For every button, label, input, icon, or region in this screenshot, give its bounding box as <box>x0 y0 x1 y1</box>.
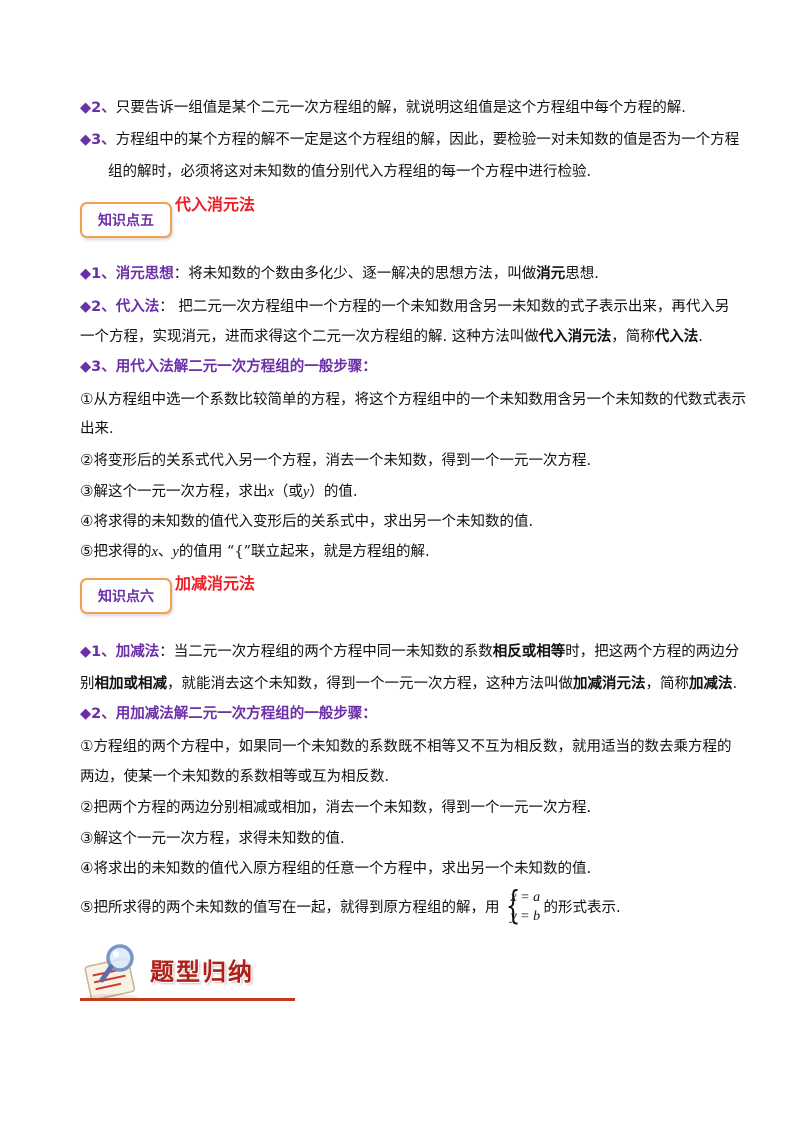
k5-step3-c: ）的值. <box>309 484 358 500</box>
s4-item2-text: 只要告诉一组值是某个二元一次方程组的解，就说明这组值是这个方程组中每个方程的解. <box>115 100 686 116</box>
k5-item2-bold2: 代入法 <box>654 328 699 345</box>
k5-step5-y: y <box>172 544 179 560</box>
k5-item3-heading: 用代入法解二元一次方程组的一般步骤： <box>115 358 377 375</box>
k5-step1-line2: 出来. <box>80 421 114 437</box>
k5-step4-text: 将求得的未知数的值代入变形后的关系式中，求出另一个未知数的值. <box>93 514 534 530</box>
k5-step2: ②将变形后的关系式代入另一个方程，消去一个未知数，得到一个一元一次方程. <box>80 450 740 471</box>
k5-item1-term: 消元思想 <box>115 265 174 282</box>
k5-title: 代入消元法 <box>175 195 256 214</box>
k6-step3-text: 解这个一元一次方程，求得未知数的值. <box>93 831 345 847</box>
k6-item1-line2-d: . <box>732 676 738 692</box>
k5-step5-sep: 、 <box>157 544 173 560</box>
k6-item2: ◆2、用加减法解二元一次方程组的一般步骤： <box>80 704 740 724</box>
k5-step5-mark: ⑤ <box>80 542 94 560</box>
k5-step4-mark: ④ <box>80 512 94 530</box>
k5-step3-b: （或 <box>273 484 303 500</box>
equation-y: y = b <box>510 909 541 924</box>
k6-item1-bold3: 加减消元法 <box>573 675 646 692</box>
k5-step1-mark: ① <box>80 390 94 408</box>
k5-item2-term: 代入法 <box>115 298 160 315</box>
k6-item1-line2-a: 别 <box>80 676 95 692</box>
s4-item2: ◆2、只要告诉一组值是某个二元一次方程组的解，就说明这组值是这个方程组中每个方程… <box>80 98 740 118</box>
k6-item1-bold2: 相加或相减 <box>94 675 168 692</box>
k5-step3: ③解这个一元一次方程，求出x（或y）的值. <box>80 481 740 502</box>
equation-x: x = a <box>510 890 541 905</box>
k6-item1-line2: 别相加或相减，就能消去这个未知数，得到一个一元一次方程，这种方法叫做加减消元法，… <box>80 674 740 694</box>
s4-item3-line1: 方程组中的某个方程的解不一定是这个方程组的解，因此，要检验一对未知数的值是否为一… <box>115 132 740 148</box>
k5-item1-num: ◆1、 <box>80 266 116 282</box>
k6-step1-line2: 两边，使某一个未知数的系数相等或互为相反数. <box>80 769 390 785</box>
solution-system-equation: {x = a y = b <box>501 885 541 927</box>
k5-step3-a: 解这个一元一次方程，求出 <box>93 484 268 500</box>
question-type-banner: 题型归纳 <box>80 940 295 1002</box>
k6-item1-text-b: 时，把这两个方程的两边分 <box>565 644 740 660</box>
k6-item1-line2-c: ，简称 <box>645 676 690 692</box>
k6-item1-bold1: 相反或相等 <box>492 643 566 660</box>
k6-step4-mark: ④ <box>80 859 94 877</box>
k5-item2-line2-c: . <box>698 329 703 345</box>
k5-step5-a: 把求得的 <box>93 544 152 560</box>
k5-box-label: 知识点五 <box>80 202 172 238</box>
banner-title: 题型归纳 <box>150 958 254 986</box>
s4-item2-num: ◆2、 <box>80 100 116 116</box>
banner-underline <box>80 998 295 1001</box>
k5-item2-text-a: ： 把二元一次方程组中一个方程的一个未知数用含另一未知数的式子表示出来，再代入另 <box>159 299 730 315</box>
k6-step5-b: 的形式表示. <box>543 900 621 916</box>
k6-item1-text-a: ：当二元一次方程组的两个方程中同一未知数的系数 <box>159 644 493 660</box>
k6-item1-num: ◆1、 <box>80 644 116 660</box>
k5-step1-line1: 从方程组中选一个系数比较简单的方程，将这个方程组中的一个未知数用含另一个未知数的… <box>93 392 746 408</box>
k5-item2-bold1: 代入消元法 <box>538 328 612 345</box>
k5-step4: ④将求得的未知数的值代入变形后的关系式中，求出另一个未知数的值. <box>80 511 740 532</box>
k5-item1-text-a: ：将未知数的个数由多化少、逐一解决的思想方法，叫做 <box>173 266 537 282</box>
k6-box-label: 知识点六 <box>80 578 172 614</box>
k5-item2-line2: 一个方程，实现消元，进而求得这个二元一次方程组的解. 这种方法叫做代入消元法，简… <box>80 327 740 347</box>
k5-step3-mark: ③ <box>80 482 94 500</box>
k6-step3: ③解这个一元一次方程，求得未知数的值. <box>80 828 740 849</box>
k6-step4: ④将求出的未知数的值代入原方程组的任意一个方程中，求出另一个未知数的值. <box>80 858 740 879</box>
k6-step5: ⑤把所求得的两个未知数的值写在一起，就得到原方程组的解，用 {x = a y = b… <box>80 885 740 927</box>
k6-step2: ②把两个方程的两边分别相减或相加，消去一个未知数，得到一个一元一次方程. <box>80 797 740 818</box>
s4-item3-line2: 组的解时，必须将这对未知数的值分别代入方程组的每一个方程中进行检验. <box>108 164 592 180</box>
k5-step5-b: 的值用 “{”联立起来，就是方程组的解. <box>178 544 430 560</box>
k6-step1-mark: ① <box>80 737 94 755</box>
k6-item1-line2-b: ，就能消去这个未知数，得到一个一元一次方程，这种方法叫做 <box>167 676 573 692</box>
s4-item3: ◆3、方程组中的某个方程的解不一定是这个方程组的解，因此，要检验一对未知数的值是… <box>80 130 740 150</box>
k5-step2-mark: ② <box>80 451 94 469</box>
k6-item2-heading: 用加减法解二元一次方程组的一般步骤： <box>115 705 377 722</box>
k5-step5: ⑤把求得的x、y的值用 “{”联立起来，就是方程组的解. <box>80 541 740 562</box>
s4-item3-num: ◆3、 <box>80 132 116 148</box>
k5-item1-bold: 消元 <box>536 265 566 282</box>
k5-step5-x: x <box>151 544 158 560</box>
k6-item2-num: ◆2、 <box>80 706 116 722</box>
k6-step1: ①方程组的两个方程中，如果同一个未知数的系数既不相等又不互为相反数，就用适当的数… <box>80 736 740 757</box>
k6-item1: ◆1、加减法：当二元一次方程组的两个方程中同一未知数的系数相反或相等时，把这两个… <box>80 642 740 662</box>
k6-step4-text: 将求出的未知数的值代入原方程组的任意一个方程中，求出另一个未知数的值. <box>93 861 592 877</box>
k5-item2-line2-b: ，简称 <box>611 329 655 345</box>
k5-item2-line2-a: 一个方程，实现消元，进而求得这个二元一次方程组的解. 这种方法叫做 <box>80 329 539 345</box>
k5-step1: ①从方程组中选一个系数比较简单的方程，将这个方程组中的一个未知数用含另一个未知数… <box>80 389 746 410</box>
magnifier-notepad-icon <box>84 944 138 1001</box>
k5-item1-text-b: 思想. <box>565 266 599 282</box>
k6-item1-bold4: 加减法 <box>689 675 733 692</box>
k6-step3-mark: ③ <box>80 829 94 847</box>
k5-item1: ◆1、消元思想：将未知数的个数由多化少、逐一解决的思想方法，叫做消元思想. <box>80 264 740 284</box>
k6-step5-a: 把所求得的两个未知数的值写在一起，就得到原方程组的解，用 <box>93 900 500 916</box>
k6-step2-text: 把两个方程的两边分别相减或相加，消去一个未知数，得到一个一元一次方程. <box>93 800 592 816</box>
k5-step3-x: x <box>267 484 274 500</box>
k6-title: 加减消元法 <box>175 574 256 593</box>
k6-step2-mark: ② <box>80 798 94 816</box>
k5-item3-num: ◆3、 <box>80 359 116 375</box>
left-brace: { <box>506 883 521 927</box>
k5-item2: ◆2、代入法： 把二元一次方程组中一个方程的一个未知数用含另一未知数的式子表示出… <box>80 297 740 317</box>
k6-step1-line1: 方程组的两个方程中，如果同一个未知数的系数既不相等又不互为相反数，就用适当的数去… <box>93 739 732 755</box>
k5-item2-num: ◆2、 <box>80 299 116 315</box>
k5-step2-text: 将变形后的关系式代入另一个方程，消去一个未知数，得到一个一元一次方程. <box>93 453 592 469</box>
k6-step5-mark: ⑤ <box>80 898 94 916</box>
k5-step3-y: y <box>302 484 310 500</box>
k6-item1-term: 加减法 <box>115 643 160 660</box>
k5-item3: ◆3、用代入法解二元一次方程组的一般步骤： <box>80 357 740 377</box>
